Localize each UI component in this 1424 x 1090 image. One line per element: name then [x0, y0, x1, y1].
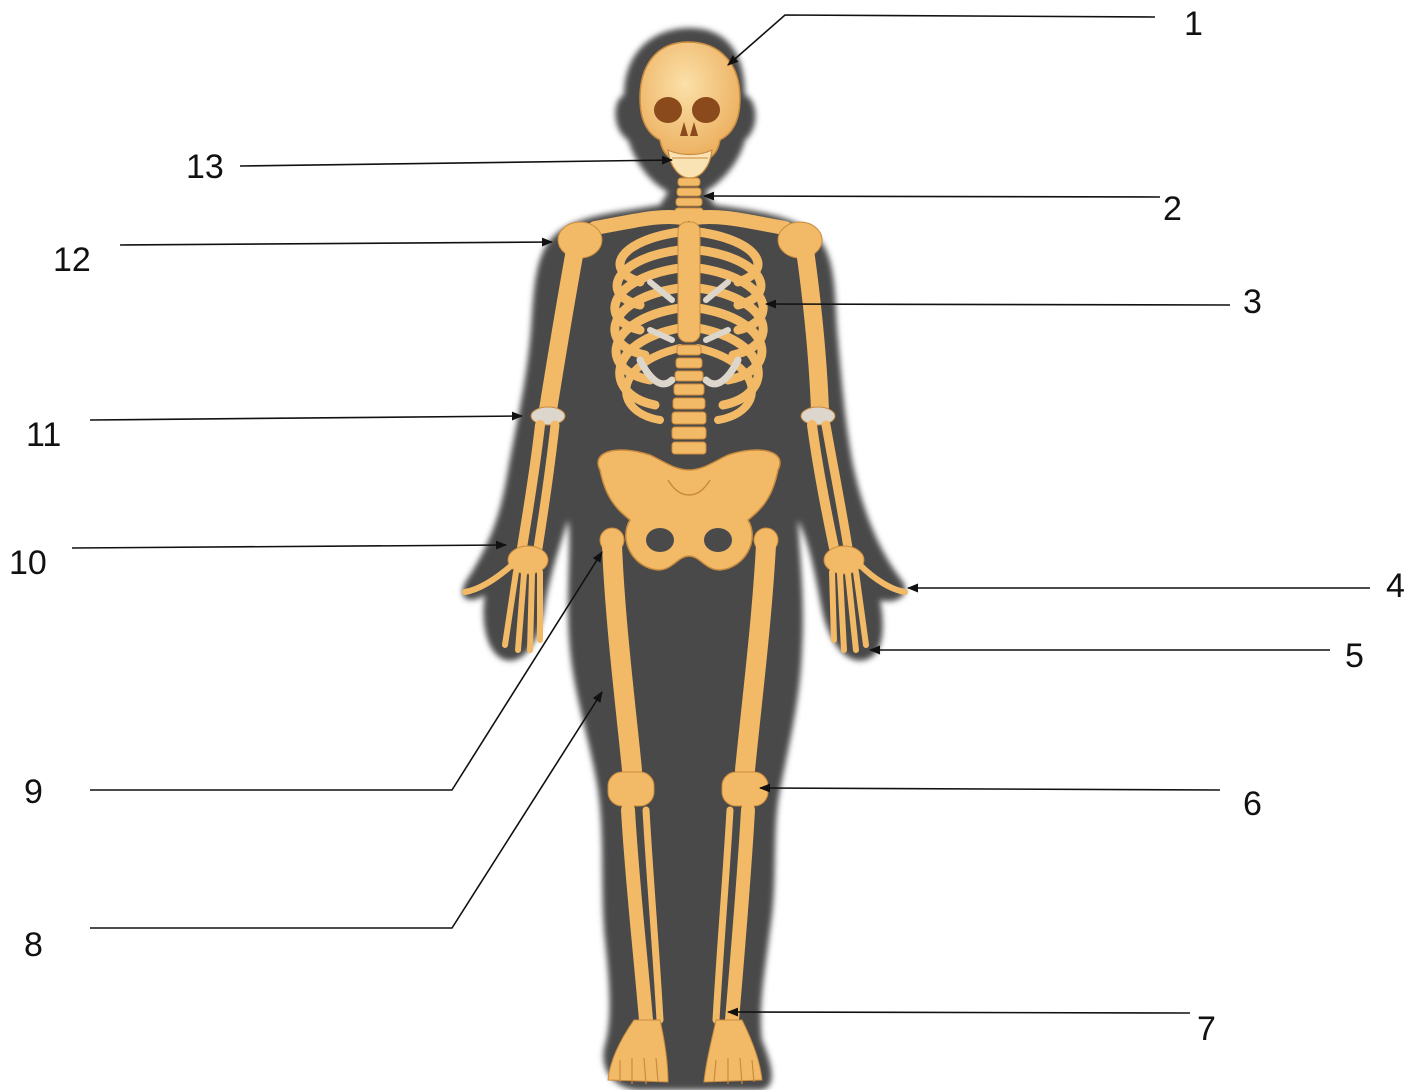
leader-line-2	[704, 196, 1160, 197]
label-12: 12	[53, 241, 91, 279]
leader-line-8	[90, 692, 602, 928]
label-7: 7	[1197, 1010, 1216, 1048]
label-11: 11	[26, 416, 61, 454]
leader-line-1	[728, 15, 1155, 65]
label-9: 9	[24, 773, 43, 811]
label-2: 2	[1163, 190, 1182, 228]
label-5: 5	[1345, 637, 1364, 675]
leader-line-10	[72, 545, 506, 548]
label-6: 6	[1243, 785, 1262, 823]
label-8: 8	[24, 926, 43, 964]
label-3: 3	[1243, 283, 1262, 321]
leader-line-13	[240, 160, 672, 166]
label-10: 10	[9, 544, 47, 582]
label-4: 4	[1386, 567, 1405, 605]
label-1: 1	[1184, 5, 1203, 43]
leader-line-7	[728, 1012, 1190, 1013]
leader-line-3	[766, 304, 1230, 305]
leader-line-11	[90, 416, 522, 420]
spine	[672, 345, 706, 454]
label-13: 13	[186, 148, 224, 186]
sternum	[678, 222, 700, 342]
leader-line-12	[120, 242, 552, 245]
leader-line-6	[760, 788, 1220, 790]
